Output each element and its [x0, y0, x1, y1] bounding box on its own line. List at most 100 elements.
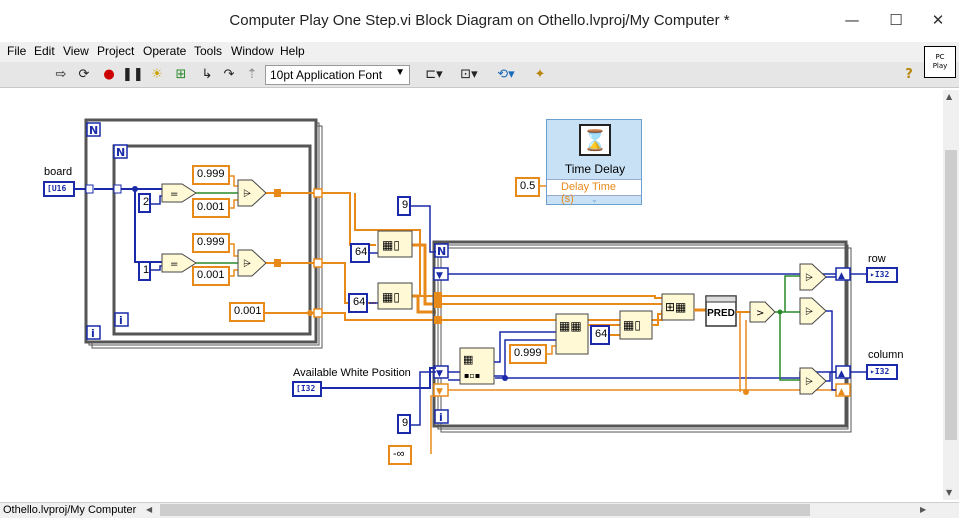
distribute-objects-icon[interactable]: ⊡▾	[460, 67, 478, 82]
run-icon[interactable]: ⇨	[55, 67, 67, 82]
align-objects-icon[interactable]: ⊏▾	[425, 67, 443, 82]
inner-loop-count-terminal[interactable]	[113, 144, 128, 159]
reshape-icon-2: ▦▯	[382, 290, 400, 304]
index-array-node[interactable]	[459, 347, 495, 385]
count-wire[interactable]	[411, 205, 436, 253]
main-loop-iteration-terminal	[434, 409, 449, 424]
indicator-wires	[850, 273, 866, 373]
menu-file[interactable]: File	[7, 44, 27, 58]
select-max-node[interactable]	[799, 297, 827, 325]
const-0999-b[interactable]: 0.999	[192, 233, 230, 253]
vi-icon-line2: Play	[932, 62, 948, 70]
menu-tools[interactable]: Tools	[194, 44, 223, 58]
const-1[interactable]: 1	[138, 261, 151, 281]
outer-loop-count-terminal[interactable]	[86, 122, 101, 137]
avail-wire[interactable]	[322, 367, 436, 389]
cleanup-diagram-icon[interactable]: ✦	[534, 67, 546, 82]
equal-node-1[interactable]	[161, 183, 197, 203]
main-for-loop[interactable]	[432, 240, 848, 428]
scroll-left-icon[interactable]: ◀	[146, 505, 153, 514]
sr-arrow-2: ▼	[436, 369, 443, 379]
const-2[interactable]: 2	[138, 193, 151, 213]
select-node-2[interactable]	[237, 249, 267, 277]
column-indicator-terminal[interactable]: ▸I32	[866, 364, 898, 380]
vi-icon[interactable]: PC Play	[924, 46, 956, 78]
board-control-terminal[interactable]: [U16	[43, 181, 75, 197]
minimize-button[interactable]: —	[844, 11, 860, 29]
const-0999-a[interactable]: 0.999	[192, 165, 230, 185]
menu-operate[interactable]: Operate	[143, 44, 187, 58]
threshold-wire	[547, 345, 556, 355]
chevron-down-icon: ▼	[395, 67, 405, 78]
menu-view[interactable]: View	[63, 44, 89, 58]
const-0999-c[interactable]: 0.999	[509, 344, 547, 364]
select-row-node[interactable]	[799, 263, 827, 291]
inner-tunnel-out-1	[274, 189, 281, 197]
reshape-array-node-2[interactable]	[377, 282, 413, 310]
expand-chevron-icon[interactable]: ⌄	[591, 195, 598, 204]
font-select-value: 10pt Application Font	[270, 68, 383, 82]
const-64-a[interactable]: 64	[350, 243, 370, 263]
reorder-icon[interactable]: ⟲▾	[497, 67, 515, 82]
const-neg-inf[interactable]: -∞	[388, 445, 412, 465]
delay-time-input[interactable]: Delay Time (s)	[547, 179, 641, 205]
highlight-execution-icon[interactable]: ☀	[151, 67, 163, 82]
reshape-size-wires	[369, 252, 378, 304]
build-array-node[interactable]	[661, 293, 695, 321]
select-column-symbol: ⩥	[805, 377, 813, 388]
board-wire[interactable]	[75, 188, 165, 263]
index-tunnel-3	[434, 316, 442, 324]
scroll-down-icon[interactable]: ▼	[946, 488, 953, 497]
const-0-5[interactable]: 0.5	[515, 177, 540, 197]
reshape-array-node-1[interactable]	[377, 230, 413, 258]
time-delay-express-vi[interactable]: ⌛ Time Delay Delay Time (s) ⌄	[546, 119, 642, 205]
select-out-wires	[826, 276, 836, 391]
row-indicator-terminal[interactable]: ▸I32	[866, 267, 898, 283]
row-type: I32	[874, 270, 890, 279]
const-64-c[interactable]: 64	[590, 325, 610, 345]
outer-tunnel-in	[85, 184, 94, 194]
const-9-bottom[interactable]: 9	[397, 414, 411, 434]
const-0001-a[interactable]: 0.001	[192, 198, 230, 218]
menu-project[interactable]: Project	[97, 44, 135, 58]
menu-help[interactable]: Help	[280, 44, 305, 58]
index-junction	[502, 375, 508, 381]
pred-subvi-header	[705, 295, 737, 303]
scroll-right-icon[interactable]: ▶	[920, 505, 927, 514]
menu-window[interactable]: Window	[231, 44, 274, 58]
font-select[interactable]: 10pt Application Font ▼	[265, 65, 410, 85]
scroll-up-icon[interactable]: ▲	[946, 92, 953, 101]
const-0001-b[interactable]: 0.001	[192, 266, 230, 286]
prob-wire-3[interactable]	[264, 312, 436, 321]
const-9-top[interactable]: 9	[397, 196, 411, 216]
step-into-icon[interactable]: ↳	[201, 67, 213, 82]
pause-icon[interactable]: ❚❚	[122, 67, 144, 82]
select-node-1[interactable]	[237, 179, 267, 207]
greater-node[interactable]	[749, 301, 776, 323]
index-tunnel-1	[434, 292, 442, 300]
step-out-icon[interactable]: ⇡	[246, 67, 258, 82]
available-white-position-terminal[interactable]: [I32	[292, 381, 322, 397]
const-0001-c[interactable]: 0.001	[229, 302, 265, 322]
maximize-button[interactable]: ☐	[889, 11, 903, 29]
horizontal-scroll-thumb[interactable]	[160, 504, 810, 516]
main-loop-count-terminal[interactable]	[434, 243, 449, 258]
abort-icon[interactable]: ●	[103, 67, 115, 82]
retain-wire-values-icon[interactable]: ⊞	[175, 67, 187, 82]
equal-node-2[interactable]	[161, 253, 197, 273]
close-button[interactable]: ✕	[931, 11, 945, 29]
step-over-icon[interactable]: ↷	[223, 67, 235, 82]
greater-out-wires	[775, 275, 800, 381]
array-wire-1[interactable]	[412, 243, 436, 306]
array-wire-2[interactable]	[412, 294, 436, 314]
vertical-scroll-thumb[interactable]	[945, 150, 957, 440]
outer-loop-n: N	[89, 124, 98, 137]
run-continuously-icon[interactable]: ⟳	[78, 67, 90, 82]
outer-tunnel-out-1	[313, 188, 323, 198]
select-column-node[interactable]	[799, 367, 827, 395]
const-64-b[interactable]: 64	[348, 293, 368, 313]
menu-edit[interactable]: Edit	[34, 44, 55, 58]
context-help-icon[interactable]: ?	[905, 67, 913, 82]
reshape3-out-wire	[652, 313, 662, 326]
replace-subset-node[interactable]	[555, 313, 589, 355]
